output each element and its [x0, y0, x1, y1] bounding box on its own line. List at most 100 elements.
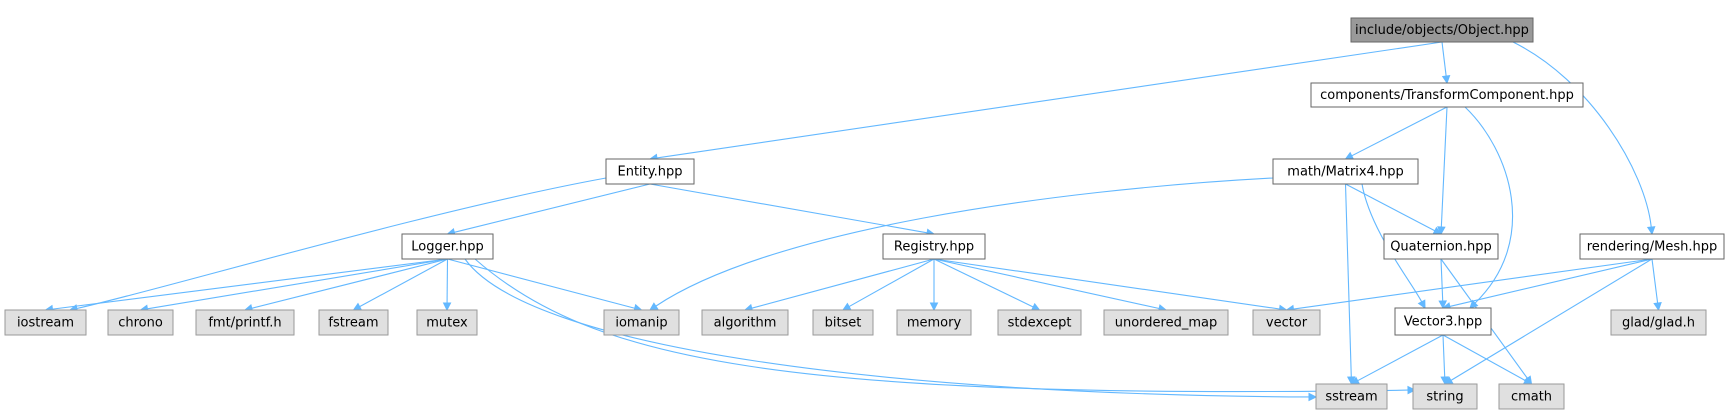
- arrowhead: [352, 302, 363, 311]
- node-box: [1272, 158, 1419, 185]
- edge-registry-to-vector: [933, 258, 1288, 314]
- node-vector3[interactable]: Vector3.hpp: [1394, 307, 1492, 336]
- node-memory: memory: [896, 309, 972, 336]
- node-box: [1103, 309, 1229, 336]
- edge-mesh-to-glad: [1651, 258, 1662, 312]
- edge-logger-to-string: [474, 258, 1417, 395]
- edge-line: [649, 183, 928, 234]
- node-quaternion[interactable]: Quaternion.hpp: [1383, 233, 1499, 260]
- node-label: iomanip: [615, 316, 667, 331]
- arrowhead: [1437, 226, 1446, 236]
- node-object[interactable]: include/objects/Object.hpp: [1350, 17, 1534, 43]
- edge-logger-to-mutex: [442, 258, 452, 312]
- edge-line: [1357, 334, 1444, 382]
- node-label: mutex: [426, 316, 468, 331]
- edge-line: [464, 258, 1310, 398]
- node-label: vector: [1266, 316, 1308, 331]
- node-box: [603, 309, 680, 336]
- node-box: [882, 233, 986, 260]
- node-mutex: mutex: [416, 309, 478, 336]
- edge-line: [447, 258, 635, 309]
- node-registry[interactable]: Registry.hpp: [882, 233, 986, 260]
- edge-registry-to-bitset: [842, 258, 935, 311]
- edge-registry-to-algorithm: [743, 258, 935, 313]
- node-label: fstream: [328, 316, 378, 331]
- node-chrono: chrono: [107, 309, 174, 336]
- edge-line: [147, 258, 448, 310]
- node-label: unordered_map: [1115, 316, 1218, 331]
- node-label: memory: [907, 316, 962, 331]
- node-unordered_map: unordered_map: [1103, 309, 1229, 336]
- node-label: math/Matrix4.hpp: [1287, 165, 1403, 180]
- node-label: chrono: [118, 316, 163, 331]
- edge-line: [1440, 258, 1444, 302]
- edge-object-to-transform: [1441, 41, 1451, 85]
- node-transform[interactable]: components/TransformComponent.hpp: [1310, 82, 1584, 108]
- node-mesh[interactable]: rendering/Mesh.hpp: [1579, 233, 1725, 260]
- node-label: stdexcept: [1008, 316, 1072, 331]
- node-matrix4[interactable]: math/Matrix4.hpp: [1272, 158, 1419, 185]
- node-label: Quaternion.hpp: [1390, 240, 1492, 255]
- edge-line: [933, 258, 1034, 308]
- node-label: Logger.hpp: [411, 240, 484, 255]
- node-label: Entity.hpp: [618, 165, 683, 180]
- arrowhead: [442, 302, 452, 312]
- node-fmt: fmt/printf.h: [195, 309, 295, 336]
- arrowhead: [842, 302, 852, 311]
- node-string: string: [1412, 383, 1478, 410]
- edge-line: [76, 177, 607, 310]
- edge-transform-to-vector3: [1464, 106, 1514, 309]
- node-box: [1394, 307, 1492, 336]
- node-label: components/TransformComponent.hpp: [1320, 88, 1574, 103]
- node-box: [1498, 383, 1565, 410]
- node-cmath: cmath: [1498, 383, 1565, 410]
- edge-line: [1441, 41, 1447, 77]
- node-label: string: [1426, 390, 1463, 405]
- arrowhead: [1417, 299, 1426, 309]
- node-box: [416, 309, 478, 336]
- node-iomanip: iomanip: [603, 309, 680, 336]
- edge-line: [1344, 183, 1352, 378]
- node-bitset: bitset: [812, 309, 874, 336]
- node-box: [195, 309, 295, 336]
- edge-entity-to-registry: [649, 183, 936, 237]
- edge-line: [474, 258, 1409, 393]
- node-box: [1310, 82, 1584, 108]
- edge-line: [1351, 106, 1448, 157]
- arrowhead: [1653, 302, 1662, 312]
- node-box: [1252, 309, 1321, 336]
- edge-line: [933, 258, 1160, 310]
- edge-logger-to-iostream: [44, 258, 448, 314]
- node-logger[interactable]: Logger.hpp: [401, 233, 494, 260]
- edge-logger-to-chrono: [139, 258, 448, 314]
- edge-entity-to-iostream: [68, 177, 607, 313]
- edge-line: [1440, 106, 1448, 228]
- nodes: include/objects/Object.hpp components/Tra…: [4, 17, 1725, 410]
- edge-line: [1442, 334, 1446, 378]
- node-iostream: iostream: [4, 309, 87, 336]
- edge-line: [359, 258, 448, 308]
- node-box: [1579, 233, 1725, 260]
- node-box: [1610, 309, 1707, 336]
- node-label: Registry.hpp: [894, 240, 974, 255]
- edge-matrix4-to-sstream: [1344, 183, 1356, 386]
- edge-line: [751, 258, 935, 309]
- node-stdexcept: stdexcept: [997, 309, 1082, 336]
- edge-line: [1449, 258, 1653, 307]
- edge-logger-to-fmt: [243, 258, 448, 313]
- edge-line: [1345, 183, 1436, 232]
- node-label: rendering/Mesh.hpp: [1587, 240, 1717, 255]
- node-box: [1350, 17, 1534, 43]
- edge-object-to-mesh: [1512, 41, 1656, 236]
- node-entity[interactable]: Entity.hpp: [605, 158, 695, 185]
- arrowhead: [1441, 75, 1451, 85]
- edge-line: [848, 258, 935, 308]
- node-label: fmt/printf.h: [208, 316, 281, 331]
- edge-vector3-to-sstream: [1350, 334, 1444, 385]
- edge-line: [454, 183, 651, 233]
- arrowhead: [1030, 302, 1041, 311]
- node-box: [1383, 233, 1499, 260]
- edge-line: [1450, 258, 1653, 381]
- node-label: cmath: [1511, 390, 1552, 405]
